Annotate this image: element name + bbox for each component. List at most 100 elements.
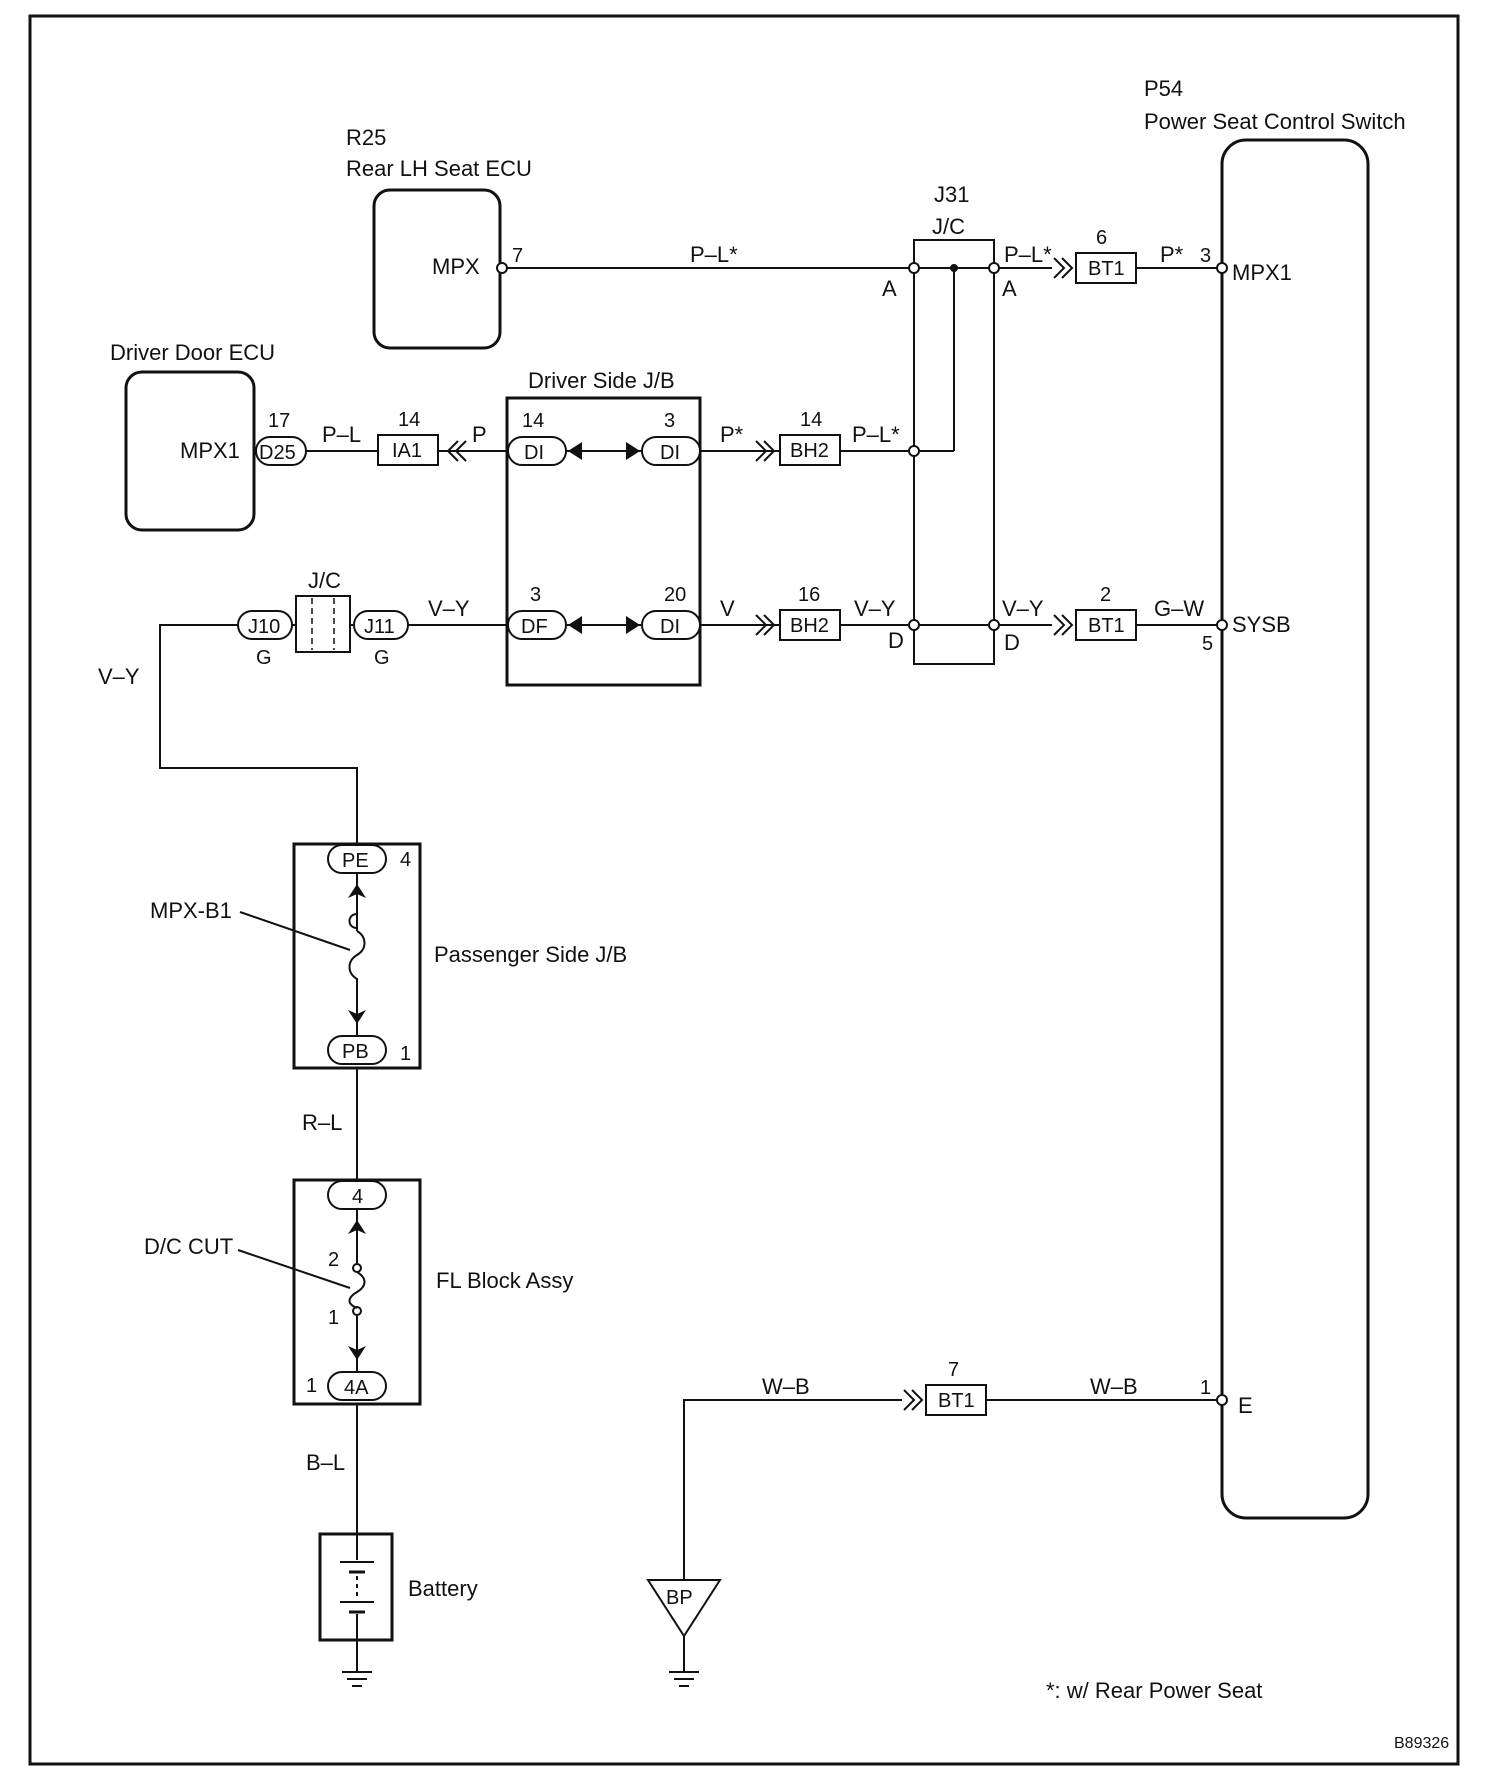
wire-label-4: P–L xyxy=(322,422,361,447)
connector-4a-label: 4A xyxy=(344,1377,369,1399)
connector-bt1-2-label: BT1 xyxy=(1088,615,1125,637)
wire-label-9: V xyxy=(720,596,735,621)
wire-label-13: V–Y xyxy=(98,664,140,689)
connector-pe-label: PE xyxy=(342,850,369,872)
connector-bh2-16-pin: 16 xyxy=(798,584,820,606)
jc-small-box xyxy=(295,595,351,653)
connector-bh2-16-chevron xyxy=(755,614,776,636)
wire-label-11: V–Y xyxy=(1002,596,1044,621)
switch-pin-e: 1 xyxy=(1200,1377,1211,1399)
connector-4a-pin: 1 xyxy=(306,1375,317,1397)
connector-ia1-14 xyxy=(377,434,439,466)
switch-terminal-sysb: SYSB xyxy=(1232,612,1291,637)
fuse-mpx-b1-leader xyxy=(239,911,351,951)
terminal-circles xyxy=(496,262,1228,1406)
connector-bt1-6-chevron xyxy=(1053,257,1074,279)
connector-j10-pin: G xyxy=(256,647,272,669)
power-seat-switch-box xyxy=(1220,138,1370,1520)
rear-seat-ecu-name: Rear LH Seat ECU xyxy=(346,156,532,181)
dsjb-pin-di14: 14 xyxy=(522,410,544,432)
figure-id: B89326 xyxy=(1394,1735,1449,1752)
j31-name: J/C xyxy=(932,214,965,239)
connector-di-20-label: DI xyxy=(660,616,680,638)
connector-di-3-label: DI xyxy=(660,442,680,464)
j31-terminal-d-right: D xyxy=(1004,630,1020,655)
wire-bp-to-bt1-7 xyxy=(683,1399,902,1580)
j31-terminal-a-right: A xyxy=(1002,276,1017,301)
connector-bt1-7-chevron xyxy=(903,1389,924,1411)
wire-label-1: P–L* xyxy=(690,242,738,267)
connector-ia1-chevron xyxy=(446,440,467,462)
connector-bt1-6-label: BT1 xyxy=(1088,258,1125,280)
dsjb-pin-di20: 20 xyxy=(664,584,686,606)
passenger-side-jb-name: Passenger Side J/B xyxy=(434,942,627,967)
diagram-frame xyxy=(28,14,1460,1766)
wire-label-17: W–B xyxy=(1090,1374,1138,1399)
power-seat-switch-code: P54 xyxy=(1144,76,1183,101)
driver-door-ecu-pin: 17 xyxy=(268,410,290,432)
wire-label-10: V–Y xyxy=(854,596,896,621)
connector-j10-label: J10 xyxy=(248,616,280,638)
driver-door-ecu-box xyxy=(124,370,256,532)
wire-label-16: W–B xyxy=(762,1374,810,1399)
battery-ground-icon xyxy=(342,1671,372,1687)
dsjb-pin-di3: 3 xyxy=(664,410,675,432)
connector-bh2-16 xyxy=(779,609,841,641)
switch-pin-mpx1: 3 xyxy=(1200,245,1211,267)
connector-pe-pin: 4 xyxy=(400,849,411,871)
fl-block-name: FL Block Assy xyxy=(436,1268,573,1293)
connector-ia1-14-pin: 14 xyxy=(398,409,420,431)
connector-bt1-2-pin: 2 xyxy=(1100,584,1111,606)
jc-small-name: J/C xyxy=(308,568,341,593)
connector-bt1-7 xyxy=(925,1384,987,1416)
fuse-dc-cut-pin-bottom: 1 xyxy=(328,1307,339,1329)
connector-bt1-2 xyxy=(1075,609,1137,641)
rear-seat-ecu-code: R25 xyxy=(346,125,386,150)
switch-terminal-e: E xyxy=(1238,1393,1253,1418)
wire-label-3: P* xyxy=(1160,242,1184,267)
wire-label-6: P* xyxy=(720,422,744,447)
connector-bh2-16-label: BH2 xyxy=(790,615,829,637)
dsjb-pin-df3: 3 xyxy=(530,584,541,606)
connector-d25-label: D25 xyxy=(259,442,296,464)
connector-pb-pin: 1 xyxy=(400,1043,411,1065)
wire-label-12: G–W xyxy=(1154,596,1204,621)
rear-seat-ecu-pin: 7 xyxy=(512,245,523,267)
fuse-dc-cut-leader xyxy=(237,1249,351,1289)
fuse-dc-cut-pin-top: 2 xyxy=(328,1249,339,1271)
connector-ia1-14-label: IA1 xyxy=(392,440,422,462)
j31-code: J31 xyxy=(934,182,969,207)
connector-j11-pin: G xyxy=(374,647,390,669)
connector-bt1-2-chevron xyxy=(1053,614,1074,636)
wire-label-5: P xyxy=(472,422,487,447)
wire-label-7: P–L* xyxy=(852,422,900,447)
fuse-mpx-b1-label: MPX-B1 xyxy=(150,898,232,923)
connector-di-14-label: DI xyxy=(524,442,544,464)
power-seat-switch-name: Power Seat Control Switch xyxy=(1144,109,1406,134)
ground-bp-label: BP xyxy=(666,1587,693,1609)
connector-bt1-6-pin: 6 xyxy=(1096,227,1107,249)
wire-label-2: P–L* xyxy=(1004,242,1052,267)
connector-bh2-14-pin: 14 xyxy=(800,409,822,431)
fuse-mpx-b1-icon xyxy=(348,913,366,980)
battery-label: Battery xyxy=(408,1576,478,1601)
wire-label-8: V–Y xyxy=(428,596,470,621)
bp-ground-icon xyxy=(669,1671,699,1687)
connector-bh2-14-chevron xyxy=(755,440,776,462)
connector-pb-label: PB xyxy=(342,1041,369,1063)
driver-door-ecu-name: Driver Door ECU xyxy=(110,340,275,365)
connector-bh2-14-label: BH2 xyxy=(790,440,829,462)
wire-j10-to-pjb xyxy=(159,624,358,845)
wire-label-15: B–L xyxy=(306,1450,345,1475)
fuse-dc-cut-icon xyxy=(348,1271,366,1309)
driver-door-ecu-terminal: MPX1 xyxy=(180,438,240,463)
j31-terminal-a-left: A xyxy=(882,276,897,301)
j31-terminal-d-left: D xyxy=(888,628,904,653)
footnote: *: w/ Rear Power Seat xyxy=(1046,1678,1262,1703)
driver-side-jb-name: Driver Side J/B xyxy=(528,368,675,393)
rear-seat-ecu-terminal: MPX xyxy=(432,254,480,279)
wire-label-14: R–L xyxy=(302,1110,342,1135)
connector-fl-4-label: 4 xyxy=(352,1186,363,1208)
switch-pin-sysb: 5 xyxy=(1202,633,1213,655)
